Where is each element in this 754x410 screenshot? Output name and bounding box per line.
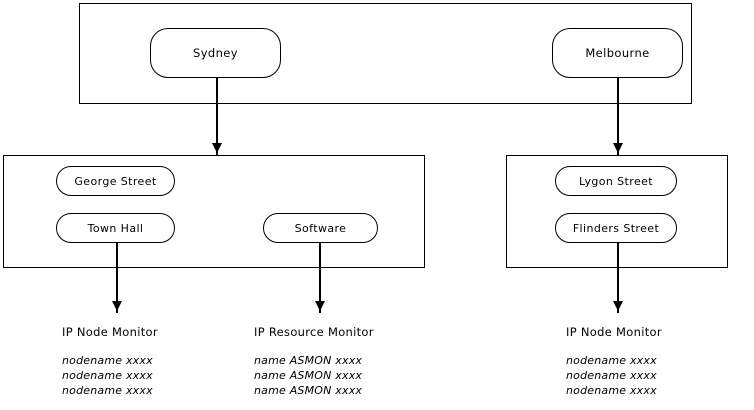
monitor-entry: nodename xxxx xyxy=(566,369,657,382)
monitor-ip-node-monitor-right: IP Node Monitor nodename xxxx nodename xxx… xyxy=(566,325,662,398)
node-melbourne[interactable]: Melbourne xyxy=(552,28,683,78)
node-george-street[interactable]: George Street xyxy=(56,166,175,196)
monitor-entry: nodename xxxx xyxy=(62,369,153,382)
node-lygon-street[interactable]: Lygon Street xyxy=(555,166,677,196)
node-software[interactable]: Software xyxy=(263,213,378,243)
node-flinders-street[interactable]: Flinders Street xyxy=(555,213,677,243)
node-label: Melbourne xyxy=(585,46,650,60)
node-label: Software xyxy=(294,221,347,235)
monitor-entry: name ASMON xxxx xyxy=(254,384,363,397)
sydney-sites-container xyxy=(3,155,425,268)
arrowhead-icon xyxy=(112,301,122,311)
monitor-entry: nodename xxxx xyxy=(566,384,657,397)
arrowhead-icon xyxy=(212,143,222,153)
monitor-ip-node-monitor-left: IP Node Monitor nodename xxxx nodename xxx… xyxy=(62,325,158,398)
monitor-entry: nodename xxxx xyxy=(62,384,153,397)
monitor-title: IP Node Monitor xyxy=(62,325,158,339)
monitor-ip-resource-monitor: IP Resource Monitor name ASMON xxxx name A… xyxy=(254,325,374,398)
arrowhead-icon xyxy=(315,301,325,311)
monitor-entry: name ASMON xxxx xyxy=(254,354,363,367)
connector-line xyxy=(116,243,118,313)
node-sydney[interactable]: Sydney xyxy=(150,28,281,78)
node-label: Lygon Street xyxy=(578,174,654,188)
node-town-hall[interactable]: Town Hall xyxy=(56,213,175,243)
connector-line xyxy=(319,243,321,313)
node-label: George Street xyxy=(74,174,157,188)
monitor-entry: nodename xxxx xyxy=(566,354,657,367)
node-label: Town Hall xyxy=(87,221,144,235)
monitor-entry: name ASMON xxxx xyxy=(254,369,363,382)
monitor-title: IP Resource Monitor xyxy=(254,325,374,339)
cities-container xyxy=(79,3,692,104)
node-label: Sydney xyxy=(193,46,238,60)
connector-line xyxy=(216,78,218,155)
monitor-entry: nodename xxxx xyxy=(62,354,153,367)
connector-line xyxy=(617,78,619,155)
monitor-title: IP Node Monitor xyxy=(566,325,662,339)
arrowhead-icon xyxy=(613,143,623,153)
arrowhead-icon xyxy=(613,301,623,311)
connector-line xyxy=(617,243,619,313)
node-label: Flinders Street xyxy=(572,221,660,235)
